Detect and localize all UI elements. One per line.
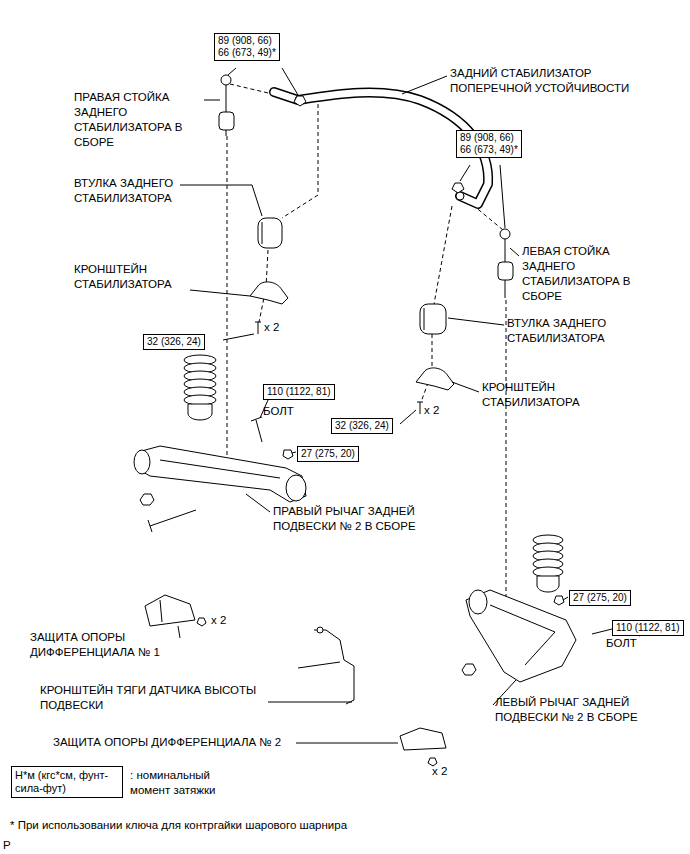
stabilizer-link	[219, 75, 306, 136]
torque-value: 32 (326, 24)	[147, 336, 201, 348]
assembly-line	[227, 84, 506, 622]
torque-value: 110 (1122, 81)	[616, 622, 680, 634]
torque-value: 66 (673, 49)*	[460, 144, 518, 156]
quantity-label: x 2	[211, 613, 241, 628]
part-label: ЗАДНИЙ СТАБИЛИЗАТОР ПОПЕРЕЧНОЙ УСТОЙЧИВО…	[450, 66, 672, 96]
part-label: ЛЕВАЯ СТОЙКА ЗАДНЕГО СТАБИЛИЗАТОРА В СБО…	[522, 244, 656, 304]
torque-value: Н*м (кгс*см, фунт-сила-фут)	[15, 769, 119, 795]
footnote: * При использовании ключа для контргайки…	[10, 818, 430, 833]
legend-text: : номинальный момент затяжки	[130, 768, 238, 798]
part-label: ЗАЩИТА ОПОРЫ ДИФФЕРЕНЦИАЛА № 1	[30, 630, 185, 660]
bolt	[255, 322, 261, 334]
torque-box: 32 (326, 24)	[143, 334, 205, 350]
bracket	[416, 368, 454, 390]
differential-shield	[400, 728, 446, 766]
bushing	[262, 222, 263, 244]
part-label: ПРАВАЯ СТОЙКА ЗАДНЕГО СТАБИЛИЗАТОРА В СБ…	[74, 90, 206, 150]
part-label: ЗАЩИТА ОПОРЫ ДИФФЕРЕНЦИАЛА № 2	[53, 735, 353, 750]
torque-value: 66 (673, 49)*	[218, 47, 276, 59]
quantity-label: x 2	[432, 764, 462, 779]
part-label: ВТУЛКА ЗАДНЕГО СТАБИЛИЗАТОРА	[74, 176, 206, 206]
quantity-label: x 2	[424, 403, 454, 418]
page-mark: P	[3, 838, 23, 853]
bracket	[250, 282, 288, 304]
torque-box: 27 (275, 20)	[569, 590, 631, 606]
bushing	[424, 308, 425, 330]
torque-box: 32 (326, 24)	[331, 418, 393, 434]
torque-value: 89 (908, 66)	[460, 132, 518, 144]
torque-value: 110 (1122, 81)	[267, 386, 331, 398]
part-label: ЛЕВЫЙ РЫЧАГ ЗАДНЕЙ ПОДВЕСКИ № 2 В СБОРЕ	[495, 695, 685, 725]
quantity-label: x 2	[264, 320, 294, 335]
torque-box: 27 (275, 20)	[297, 446, 359, 462]
sensor-bracket	[298, 627, 354, 704]
coil-spring	[533, 535, 563, 592]
torque-value: 27 (275, 20)	[573, 592, 627, 604]
torque-box: 110 (1122, 81)	[263, 384, 335, 400]
coil-spring	[184, 355, 216, 420]
part-label: БОЛТ	[606, 636, 656, 651]
torque-box: 89 (908, 66)66 (673, 49)*	[214, 33, 280, 61]
bushing	[258, 218, 282, 248]
leader-line	[178, 68, 640, 743]
torque-value: 27 (275, 20)	[301, 448, 355, 460]
torque-box: 110 (1122, 81)	[612, 620, 684, 636]
torque-box: 89 (908, 66)66 (673, 49)*	[456, 130, 522, 158]
part-label: БОЛТ	[263, 404, 313, 419]
stabilizer-link	[452, 183, 513, 298]
part-label: КРОНШТЕЙН СТАБИЛИЗАТОРА	[482, 380, 614, 410]
part-label: КРОНШТЕЙН СТАБИЛИЗАТОРА	[74, 262, 196, 292]
differential-shield	[145, 595, 206, 626]
part-label: КРОНШТЕЙН ТЯГИ ДАТЧИКА ВЫСОТЫ ПОДВЕСКИ	[40, 683, 272, 713]
torque-value: 32 (326, 24)	[335, 420, 389, 432]
legend-box: Н*м (кгс*см, фунт-сила-фут)	[11, 766, 123, 798]
bolt	[417, 402, 423, 414]
part-label: ПРАВЫЙ РЫЧАГ ЗАДНЕЙ ПОДВЕСКИ № 2 В СБОРЕ	[273, 504, 463, 534]
bushing	[420, 304, 446, 334]
part-label: ВТУЛКА ЗАДНЕГО СТАБИЛИЗАТОРА	[507, 316, 647, 346]
torque-value: 89 (908, 66)	[218, 35, 276, 47]
